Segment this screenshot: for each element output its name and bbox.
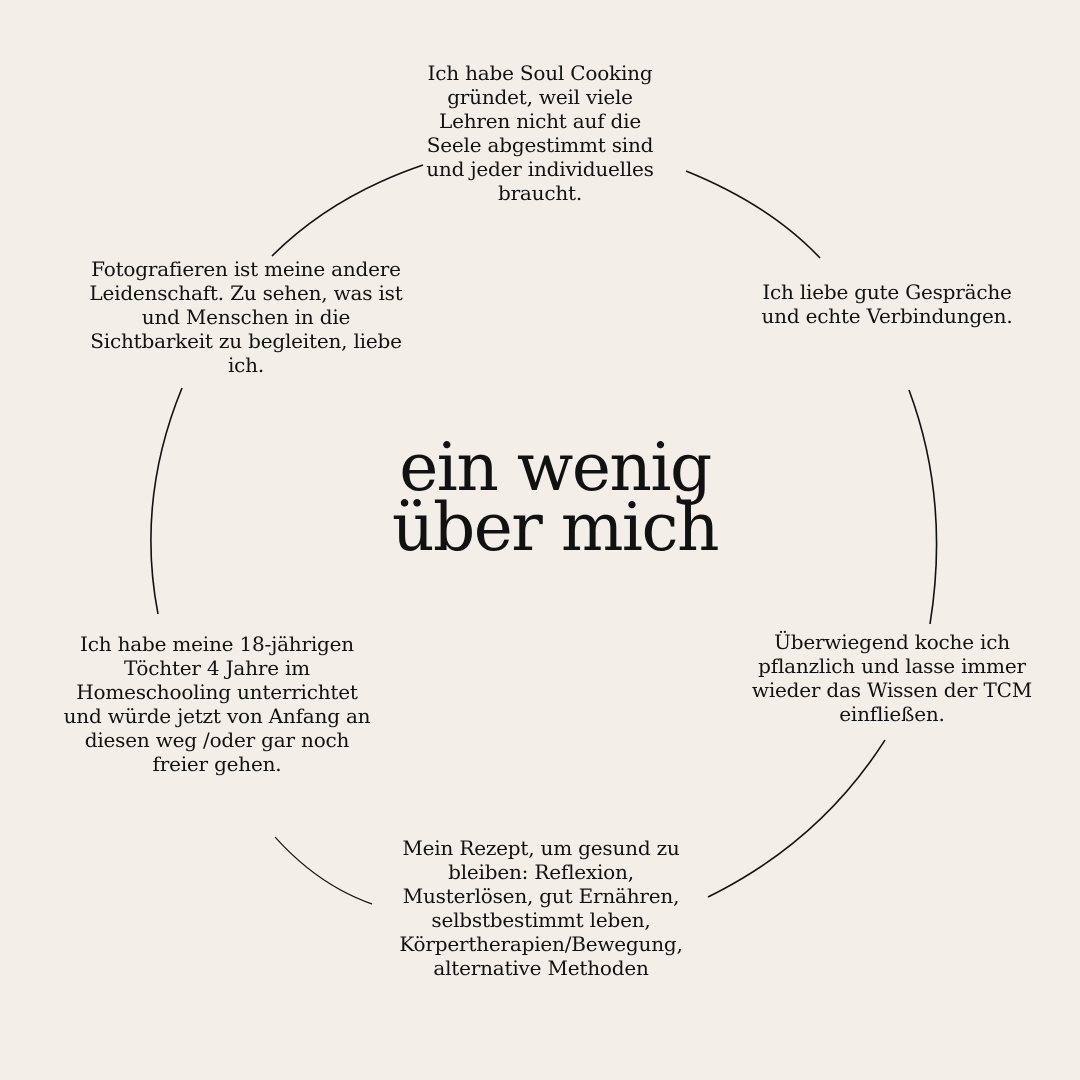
- page-title: ein wenig über mich: [391, 429, 720, 566]
- note-soul-cooking: Ich habe Soul Cooking gründet, weil viel…: [426, 61, 654, 205]
- note-gespraeche: Ich liebe gute Gespräche und echte Verbi…: [761, 280, 1013, 328]
- ring-arc-top-right: [685, 170, 821, 259]
- ring-arc-top-left: [271, 164, 424, 257]
- note-fotografieren: Fotografieren ist meine andere Leidensch…: [89, 257, 403, 377]
- note-rezept: Mein Rezept, um gesund zu bleiben: Refle…: [399, 836, 683, 980]
- ring-arc-right: [908, 389, 938, 625]
- ring-arc-left: [150, 387, 183, 615]
- ring-arc-bottom-right: [707, 739, 886, 898]
- ring-arc-bottom-left: [274, 836, 373, 905]
- note-pflanzlich: Überwiegend koche ich pflanzlich und las…: [751, 630, 1033, 726]
- note-homeschooling: Ich habe meine 18-jährigen Töchter 4 Jah…: [63, 632, 371, 776]
